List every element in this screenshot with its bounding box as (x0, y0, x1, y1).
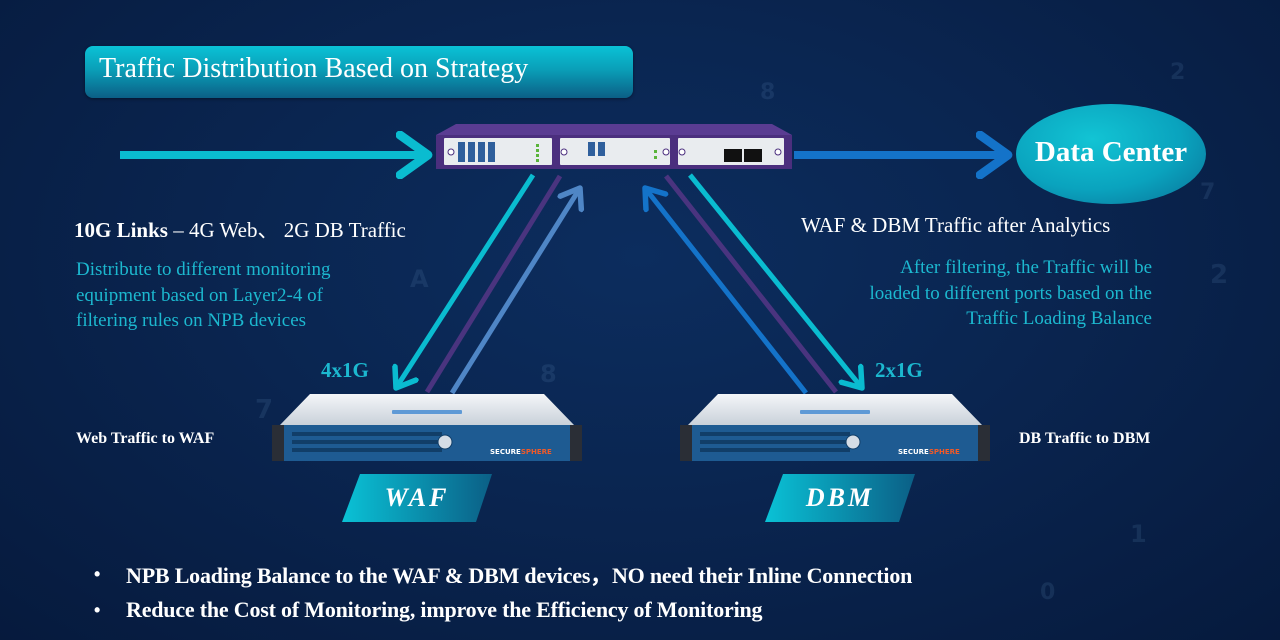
right-description: After filtering, the Traffic will be loa… (800, 255, 1152, 332)
background-digit: 7 (255, 395, 274, 425)
background-digit: 2 (1210, 260, 1229, 290)
dbm-tag-label: DBM (805, 483, 875, 512)
bullet-text: NPB Loading Balance to the WAF & DBM dev… (126, 563, 913, 588)
links-detail: – 4G Web、 2G DB Traffic (167, 218, 406, 242)
data-center-label: Data Center (1034, 136, 1188, 168)
waf-side-label: Web Traffic to WAF (76, 430, 215, 447)
background-digit: 8 (540, 360, 557, 388)
waf-link-line (424, 174, 563, 394)
dbm-speed-label: 2x1G (875, 358, 923, 382)
left-description-line: filtering rules on NPB devices (76, 310, 307, 331)
npb-to-dbm-arrow (688, 173, 862, 388)
bullet-item: • NPB Loading Balance to the WAF & DBM d… (94, 556, 912, 592)
waf-tag-label: WAF (384, 483, 450, 512)
server-appliance-icon: SECURESPHERE (272, 394, 582, 461)
right-description-line: Traffic Loading Balance (966, 308, 1152, 329)
page-title: Traffic Distribution Based on Strategy (99, 53, 529, 84)
server-appliance-icon: SECURESPHERE (680, 394, 990, 461)
npb-to-waf-arrow (396, 173, 536, 388)
data-center-node: Data Center (1016, 104, 1206, 204)
bullet-icon: • (94, 599, 101, 620)
bullet-icon: • (94, 563, 101, 584)
network-packet-broker-icon (436, 124, 792, 169)
svg-text:SECURESPHERE: SECURESPHERE (898, 448, 960, 456)
tag-shape (765, 474, 915, 522)
svg-text:SECURESPHERE: SECURESPHERE (490, 448, 552, 456)
left-description-line: Distribute to different monitoring (76, 259, 331, 280)
waf-server: SECURESPHERE (272, 392, 582, 464)
waf-to-npb-arrow (449, 188, 580, 395)
left-description: Distribute to different monitoring equip… (76, 257, 331, 334)
waf-speed-label: 4x1G (321, 358, 369, 382)
background-digit: 8 (760, 80, 776, 105)
dbm-side-label: DB Traffic to DBM (1019, 430, 1151, 447)
links-bold: 10G Links (74, 218, 168, 242)
right-description-line: loaded to different ports based on the (869, 282, 1152, 304)
background-digit: 1 (1130, 520, 1147, 548)
dbm-tag: DBM (765, 474, 915, 522)
background-digit: 7 (1200, 180, 1216, 205)
dbm-server: SECURESPHERE (680, 392, 990, 464)
npb-device (436, 122, 792, 172)
tag-shape (342, 474, 492, 522)
right-title: WAF & DBM Traffic after Analytics (801, 213, 1111, 237)
background-digit: A (410, 265, 429, 293)
dbm-to-npb-arrow (645, 188, 808, 395)
left-description-line: equipment based on Layer2-4 of (76, 284, 323, 306)
right-description-line: After filtering, the Traffic will be (900, 257, 1152, 278)
background-digit: 2 (1170, 60, 1186, 85)
background-digit: 0 (1040, 580, 1056, 605)
dbm-link-line (664, 174, 838, 394)
links-summary: 10G Links – 4G Web、 2G DB Traffic (74, 214, 406, 244)
bullet-item: • Reduce the Cost of Monitoring, improve… (94, 592, 912, 628)
bullet-list: • NPB Loading Balance to the WAF & DBM d… (94, 556, 912, 628)
waf-tag: WAF (342, 474, 492, 522)
bullet-text: Reduce the Cost of Monitoring, improve t… (126, 597, 763, 622)
title-banner: Traffic Distribution Based on Strategy (85, 46, 633, 98)
